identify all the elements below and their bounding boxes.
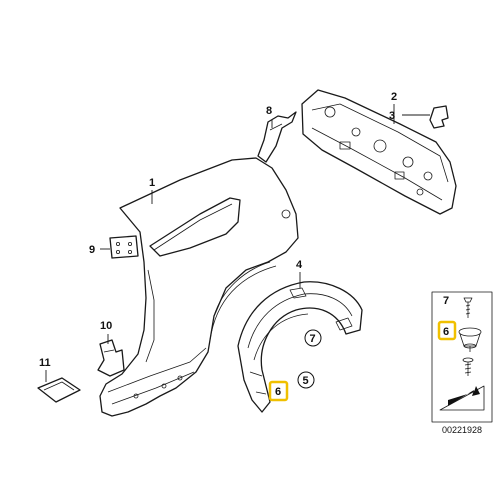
callout-3: 3 [389, 110, 395, 122]
callout-9: 9 [89, 244, 95, 256]
wheel-arch-liner [237, 281, 363, 413]
expanding-nut-icon [458, 327, 482, 352]
arrow-plate-icon [439, 385, 485, 411]
side-panel-part [99, 157, 299, 417]
legend-item-6: 6 [443, 326, 449, 338]
self-tapping-screw-icon [462, 357, 474, 376]
patch-plate-9 [109, 235, 139, 259]
callout-2: 2 [391, 91, 397, 103]
bracket-part-10 [97, 339, 125, 377]
circled-callout-7 [304, 329, 322, 347]
callout-8: 8 [266, 105, 272, 117]
legend-item-7: 7 [443, 295, 449, 307]
clip-part [429, 105, 449, 129]
callout-10: 10 [100, 320, 112, 332]
legend-box [431, 291, 493, 423]
legend-highlight-6 [437, 320, 457, 341]
fastener-legend: 7 6 [431, 291, 493, 423]
callout-4: 4 [296, 259, 303, 271]
drawing-number: 00221928 [442, 425, 482, 435]
bracket-part [257, 111, 297, 163]
circled-callout-5 [297, 371, 315, 389]
screw-icon [463, 297, 473, 318]
rear-panel-part [301, 89, 457, 215]
highlight-callout-6 [268, 380, 289, 402]
callout-6: 6 [275, 386, 281, 398]
circled-5-label: 5 [303, 375, 309, 387]
patch-plate-11 [37, 377, 81, 403]
circled-7-label: 7 [310, 333, 316, 345]
callout-11: 11 [39, 357, 51, 369]
callout-1: 1 [149, 177, 155, 189]
leader-lines [45, 104, 430, 382]
